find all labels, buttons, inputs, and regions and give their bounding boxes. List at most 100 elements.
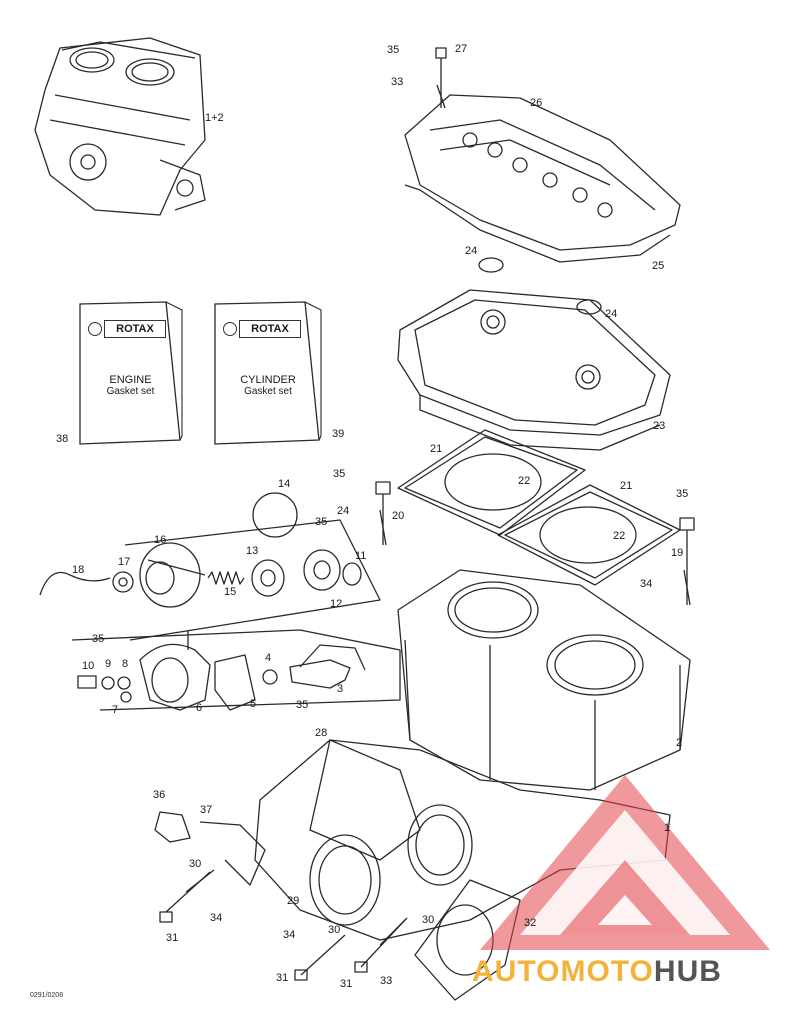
callout-23: 23: [653, 420, 666, 432]
o-ring-24a: [478, 257, 504, 273]
callout-35: 35: [296, 699, 309, 711]
callout-24: 24: [337, 505, 350, 517]
rotax-logo-icon: [88, 322, 102, 336]
watermark-part2: HUB: [653, 955, 722, 988]
drawing-code: 0291/0208: [30, 992, 64, 999]
o-ring-11: [342, 562, 362, 586]
engine-assembly-illustration: [34, 37, 206, 216]
pump-housing: [139, 630, 211, 711]
bracket-line-2: [71, 629, 401, 711]
callout-36: 36: [153, 789, 166, 801]
callout-35: 35: [315, 516, 328, 528]
callout-21: 21: [620, 480, 633, 492]
callout-13: 13: [246, 545, 259, 557]
gasket-5: [214, 654, 256, 711]
head-gasket-21b: [497, 484, 681, 586]
bolt-31b: [294, 934, 346, 981]
callout-20: 20: [392, 510, 405, 522]
hose-18: [39, 571, 111, 596]
callout-27: 27: [455, 43, 468, 55]
callout-18: 18: [72, 564, 85, 576]
book-subtitle: Gasket set: [244, 386, 292, 397]
o-ring-14: [252, 492, 298, 538]
callout-30: 30: [328, 924, 341, 936]
watermark-part1: AUTOMOTO: [472, 955, 654, 988]
washers-7-10: [77, 675, 132, 703]
book-title: ENGINE: [109, 374, 152, 386]
callout-38: 38: [56, 433, 69, 445]
callout-15: 15: [224, 586, 237, 598]
bolt-31c: [354, 917, 408, 973]
callout-9: 9: [105, 658, 112, 670]
callout-4: 4: [265, 652, 272, 664]
callout-8: 8: [122, 658, 129, 670]
callout-1-2: 1+2: [205, 112, 224, 124]
callout-35: 35: [676, 488, 689, 500]
bolt-27: [435, 47, 447, 109]
callout-26: 26: [530, 97, 543, 109]
callout-25: 25: [652, 260, 665, 272]
book-brand: ROTAX: [104, 320, 166, 338]
seal-13: [251, 559, 285, 597]
callout-31: 31: [166, 932, 179, 944]
bolt-31a: [159, 869, 215, 923]
part-36: [154, 811, 191, 843]
callout-30: 30: [422, 914, 435, 926]
callout-14: 14: [278, 478, 291, 490]
cylinder-gasket-set-book: ROTAX CYLINDER Gasket set: [213, 300, 323, 445]
callout-32: 32: [524, 917, 537, 929]
cylinder-head-cover: [404, 94, 681, 263]
fitting-3: [289, 644, 366, 689]
callout-39: 39: [332, 428, 345, 440]
callout-35: 35: [92, 633, 105, 645]
callout-29: 29: [287, 895, 300, 907]
callout-34: 34: [283, 929, 296, 941]
callout-6: 6: [196, 702, 203, 714]
bracket-line: [124, 519, 381, 641]
callout-2: 2: [676, 737, 683, 749]
cylinder-head: [397, 289, 671, 451]
water-pump-cover: [139, 542, 206, 608]
callout-34: 34: [210, 912, 223, 924]
bracket-37: [199, 821, 266, 886]
callout-34: 34: [640, 578, 653, 590]
callout-19: 19: [671, 547, 684, 559]
callout-5: 5: [250, 698, 257, 710]
book-subtitle: Gasket set: [106, 386, 155, 397]
engine-gasket-set-book: ROTAX ENGINE Gasket set: [78, 300, 183, 445]
impeller-17: [112, 571, 134, 593]
callout-24: 24: [605, 308, 618, 320]
callout-21: 21: [430, 443, 443, 455]
book-title: CYLINDER: [240, 374, 296, 386]
callout-22: 22: [613, 530, 626, 542]
watermark-logo: [480, 775, 770, 950]
callout-31: 31: [340, 978, 353, 990]
callout-31: 31: [276, 972, 289, 984]
callout-30: 30: [189, 858, 202, 870]
gasket-28: [309, 739, 421, 861]
washer-4: [262, 669, 278, 685]
callout-33: 33: [391, 76, 404, 88]
head-gasket-21a: [397, 429, 586, 536]
callout-28: 28: [315, 727, 328, 739]
callout-12: 12: [330, 598, 343, 610]
callout-17: 17: [118, 556, 131, 568]
callout-11: 11: [355, 550, 367, 562]
bolt-19: [679, 517, 695, 606]
callout-37: 37: [200, 804, 213, 816]
spring-15: [207, 571, 245, 585]
callout-22: 22: [518, 475, 531, 487]
callout-1: 1: [664, 822, 671, 834]
callout-10: 10: [82, 660, 95, 672]
callout-35: 35: [333, 468, 346, 480]
callout-16: 16: [154, 534, 167, 546]
part-12: [303, 549, 341, 591]
callout-35: 35: [387, 44, 400, 56]
watermark-text: AUTOMOTOHUB: [472, 955, 722, 989]
callout-24: 24: [465, 245, 478, 257]
callout-3: 3: [337, 683, 344, 695]
book-brand: ROTAX: [239, 320, 301, 338]
rotax-logo-icon: [223, 322, 237, 336]
cylinder-block: [397, 569, 691, 791]
